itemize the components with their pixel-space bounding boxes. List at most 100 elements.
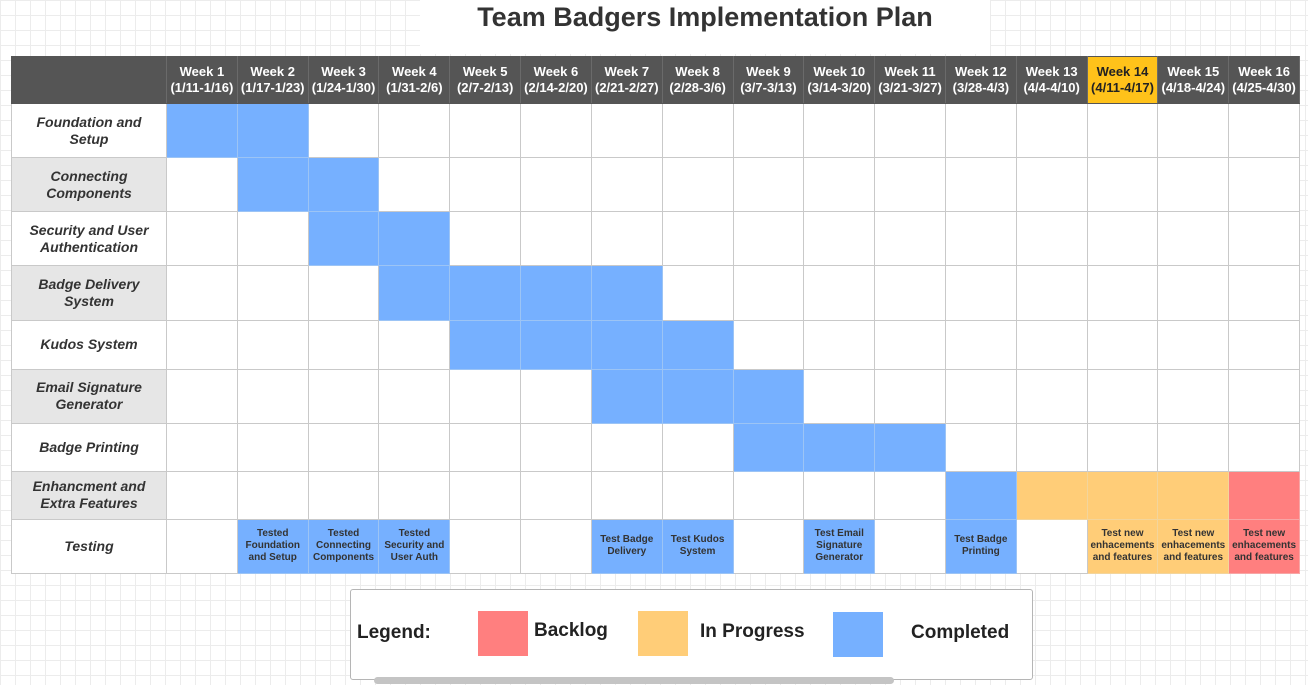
schedule-cell <box>1228 102 1300 159</box>
schedule-cell <box>307 470 380 520</box>
schedule-cell <box>1157 470 1230 520</box>
cell-note: Test Email Signature Generator <box>814 528 864 564</box>
schedule-cell <box>944 320 1017 370</box>
week-range: (2/14-2/20) <box>524 80 588 95</box>
plan-grid: Week 1(1/11-1/16)Week 2(1/17-1/23)Week 3… <box>11 56 1300 575</box>
week-header-9: Week 9(3/7-3/13) <box>732 56 805 104</box>
schedule-cell <box>874 470 946 520</box>
schedule-cell <box>1086 422 1159 472</box>
schedule-cell <box>307 211 380 267</box>
schedule-cell <box>449 518 522 575</box>
cell-note: Tested Connecting Components <box>312 528 375 564</box>
schedule-cell <box>874 157 946 213</box>
title-background <box>420 0 990 54</box>
schedule-cell <box>874 320 946 370</box>
week-header-5: Week 5(2/7-2/13) <box>449 56 522 104</box>
schedule-cell <box>520 518 592 575</box>
schedule-cell <box>590 265 663 322</box>
schedule-cell <box>307 320 380 370</box>
schedule-cell <box>732 320 805 370</box>
week-label: Week 9 <box>746 64 791 79</box>
schedule-cell <box>1015 368 1088 424</box>
schedule-cell <box>944 368 1017 424</box>
schedule-cell <box>661 320 734 370</box>
legend-completed-label: Completed <box>911 622 1010 643</box>
week-label: Week 7 <box>604 64 650 79</box>
task-name: Connecting Components <box>11 157 167 213</box>
schedule-cell <box>449 211 522 267</box>
schedule-cell <box>1157 157 1230 213</box>
week-label: Week 12 <box>954 64 1007 79</box>
schedule-cell <box>166 422 238 472</box>
schedule-cell <box>236 368 309 424</box>
week-range: (1/17-1/23) <box>240 80 305 95</box>
schedule-cell <box>590 320 663 370</box>
cell-note: Test new enhacements and features <box>1161 528 1226 564</box>
week-header-12: Week 12(3/28-4/3) <box>944 56 1017 104</box>
schedule-cell <box>378 368 451 424</box>
schedule-cell <box>732 422 805 472</box>
schedule-cell <box>1228 470 1300 520</box>
week-header-2: Week 2(1/17-1/23) <box>236 56 309 104</box>
schedule-cell <box>1157 265 1230 322</box>
schedule-cell <box>307 422 380 472</box>
schedule-cell <box>874 211 946 267</box>
schedule-cell <box>520 102 592 159</box>
horizontal-scrollbar[interactable] <box>374 677 894 684</box>
week-header-7: Week 7(2/21-2/27) <box>590 56 663 104</box>
schedule-cell <box>166 102 238 159</box>
schedule-cell <box>166 518 238 575</box>
week-range: (4/18-4/24) <box>1161 80 1226 95</box>
week-header-16: Week 16(4/25-4/30) <box>1228 56 1300 104</box>
schedule-cell <box>1015 320 1088 370</box>
week-label: Week 14 <box>1096 64 1149 79</box>
schedule-cell <box>166 320 238 370</box>
schedule-cell <box>520 265 592 322</box>
legend-backlog-swatch <box>478 611 528 656</box>
week-range: (4/4-4/10) <box>1023 80 1080 95</box>
schedule-cell <box>1015 518 1088 575</box>
schedule-cell <box>590 102 663 159</box>
schedule-cell <box>1015 211 1088 267</box>
schedule-cell <box>166 157 238 213</box>
schedule-cell <box>236 211 309 267</box>
schedule-cell <box>378 157 451 213</box>
week-header-row: Week 1(1/11-1/16)Week 2(1/17-1/23)Week 3… <box>11 56 1300 104</box>
schedule-cell <box>732 368 805 424</box>
schedule-cell <box>661 102 734 159</box>
schedule-cell <box>378 470 451 520</box>
schedule-cell <box>590 470 663 520</box>
schedule-cell <box>236 422 309 472</box>
schedule-cell <box>732 157 805 213</box>
task-row: Kudos System <box>11 320 1300 370</box>
schedule-cell <box>944 470 1017 520</box>
week-range: (3/21-3/27) <box>878 80 942 95</box>
schedule-cell <box>874 422 946 472</box>
task-name: Enhancment and Extra Features <box>11 470 167 520</box>
schedule-cell <box>944 422 1017 472</box>
schedule-cell <box>1086 211 1159 267</box>
schedule-cell: Test Badge Delivery <box>590 518 663 575</box>
schedule-cell <box>449 157 522 213</box>
schedule-cell <box>236 102 309 159</box>
schedule-cell <box>803 102 876 159</box>
schedule-cell <box>590 157 663 213</box>
schedule-cell <box>307 102 380 159</box>
page-title: Team Badgers Implementation Plan <box>477 2 933 32</box>
schedule-cell <box>874 265 946 322</box>
week-range: (1/24-1/30) <box>311 80 376 95</box>
week-label: Week 13 <box>1025 64 1078 79</box>
schedule-cell <box>1086 368 1159 424</box>
schedule-cell <box>661 211 734 267</box>
legend-in-progress-label: In Progress <box>700 621 805 642</box>
week-range: (3/7-3/13) <box>740 80 797 95</box>
schedule-cell <box>1228 320 1300 370</box>
schedule-cell <box>803 368 876 424</box>
schedule-cell <box>166 265 238 322</box>
schedule-cell <box>236 470 309 520</box>
schedule-cell <box>732 102 805 159</box>
schedule-cell <box>1157 422 1230 472</box>
task-name: Badge Delivery System <box>11 265 167 322</box>
task-row: Foundation and Setup <box>11 102 1300 159</box>
